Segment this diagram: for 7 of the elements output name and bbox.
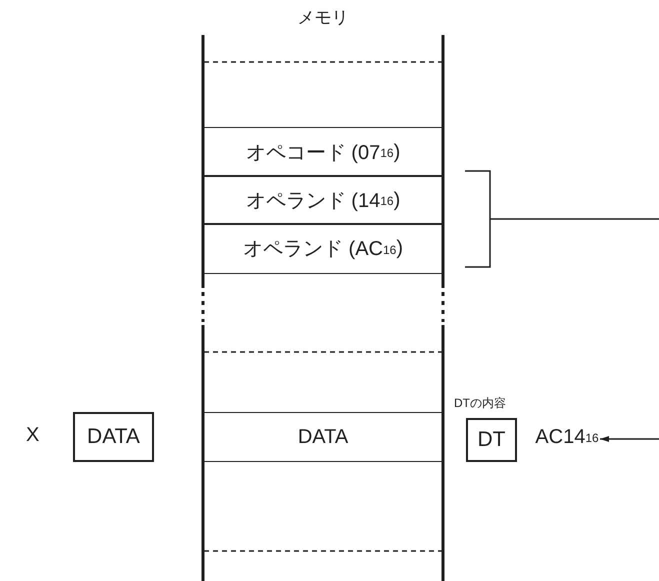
variable-label: X: [26, 424, 40, 447]
memory-title: メモリ: [296, 7, 350, 29]
arrow: [600, 436, 659, 442]
register-box: DT: [466, 418, 517, 462]
memory-cell: DATA: [203, 412, 443, 462]
register-box: DATA: [73, 412, 154, 462]
caption-text: DTの内容: [454, 395, 506, 412]
